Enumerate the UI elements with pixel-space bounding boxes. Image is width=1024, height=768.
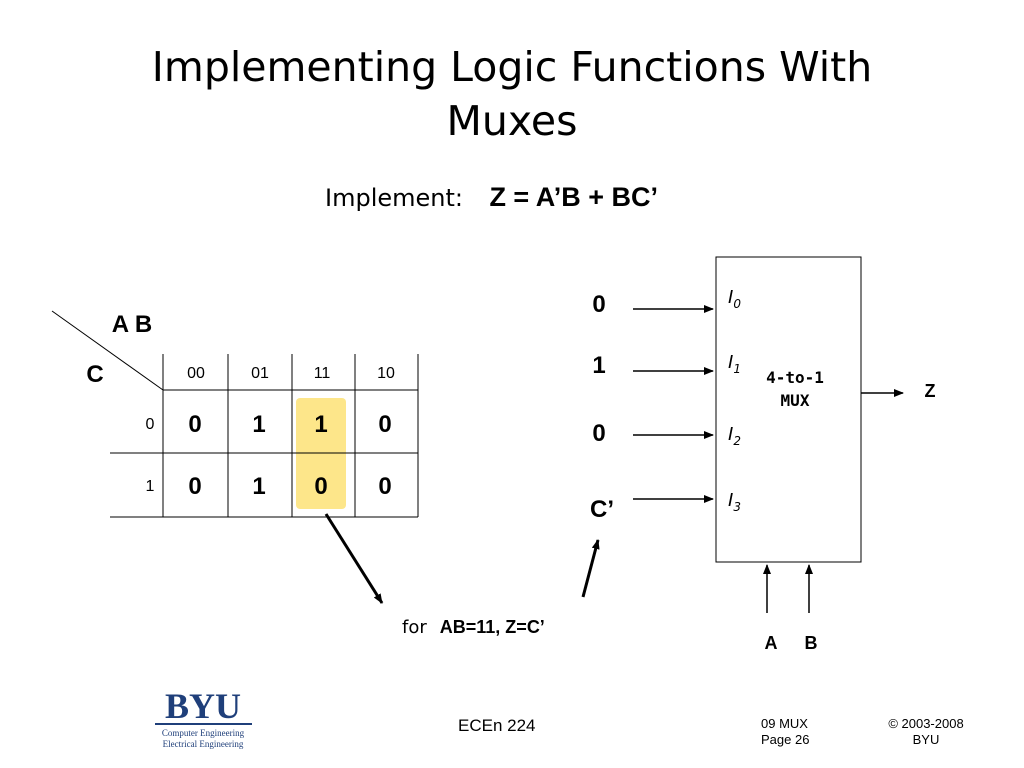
implement-line: Implement: Z = A’B + BC’ — [325, 182, 658, 213]
kmap-cell: 1 — [252, 411, 265, 438]
copyright: © 2003-2008 — [888, 716, 964, 731]
mux-output-label: Z — [925, 381, 936, 401]
kmap-grid — [51, 310, 419, 518]
mux-port-label: I3 — [728, 490, 741, 514]
section-name: 09 MUX — [761, 716, 808, 731]
mux-input-value: 0 — [592, 291, 605, 318]
mux-input-value: 1 — [592, 352, 605, 379]
kmap-to-note-arrow — [324, 513, 384, 604]
kmap-cell: 0 — [188, 473, 201, 500]
mux-select-label: A — [765, 633, 778, 653]
title-line-2: Muxes — [446, 97, 578, 145]
title-line-1: Implementing Logic Functions With — [151, 43, 873, 91]
kmap-cell: 0 — [314, 473, 327, 500]
footer-copyright: © 2003-2008 BYU — [878, 716, 974, 748]
kmap-cell: 0 — [188, 411, 201, 438]
mux-port-label: I2 — [728, 424, 741, 448]
note-to-mux-arrow — [581, 539, 600, 598]
equation: Z = A’B + BC’ — [489, 182, 658, 212]
org-name: BYU — [912, 732, 940, 747]
mux-input-value: C’ — [590, 496, 614, 523]
kmap-cell: 1 — [252, 473, 265, 500]
mux-input-arrows — [633, 305, 714, 503]
byu-logo-sub2: Electrical Engineering — [163, 739, 244, 749]
mux-port-label: I1 — [728, 352, 741, 376]
kmap-col-header: 01 — [251, 365, 269, 382]
kmap-col-header: 11 — [314, 365, 331, 382]
annotation-prefix: for — [402, 617, 427, 638]
annotation: for AB=11, Z=C’ — [402, 617, 545, 638]
kmap-col-header: 00 — [187, 365, 205, 382]
page-number: Page 26 — [761, 732, 810, 747]
kmap-row-header: 0 — [146, 416, 155, 433]
kmap-col-header: 10 — [377, 365, 395, 382]
mux-port-label: I0 — [728, 287, 741, 311]
mux-box — [715, 256, 862, 563]
implement-label: Implement: — [325, 184, 463, 212]
kmap-cell: 0 — [378, 473, 391, 500]
kmap-row-var: C — [86, 361, 103, 388]
kmap-row-header: 1 — [146, 478, 155, 495]
mux-input-value: 0 — [592, 420, 605, 447]
byu-logo-sub1: Computer Engineering — [162, 728, 245, 738]
annotation-text: AB=11, Z=C’ — [440, 617, 545, 637]
slide-title: Implementing Logic Functions With Muxes — [0, 40, 1024, 148]
byu-logo-text: BYU — [165, 686, 241, 726]
mux-select-arrows — [763, 564, 813, 613]
mux-select-label: B — [805, 633, 818, 653]
mux-label-line2: MUX — [781, 391, 810, 410]
kmap-cell: 0 — [378, 411, 391, 438]
byu-logo: BYU Computer Engineering Electrical Engi… — [155, 686, 252, 749]
kmap-cell: 1 — [314, 411, 327, 438]
course-name: ECEn 224 — [458, 716, 536, 735]
footer-section: 09 MUX Page 26 — [761, 716, 809, 748]
kmap-col-vars: A B — [112, 311, 152, 338]
mux-label-line1: 4-to-1 — [766, 368, 824, 387]
